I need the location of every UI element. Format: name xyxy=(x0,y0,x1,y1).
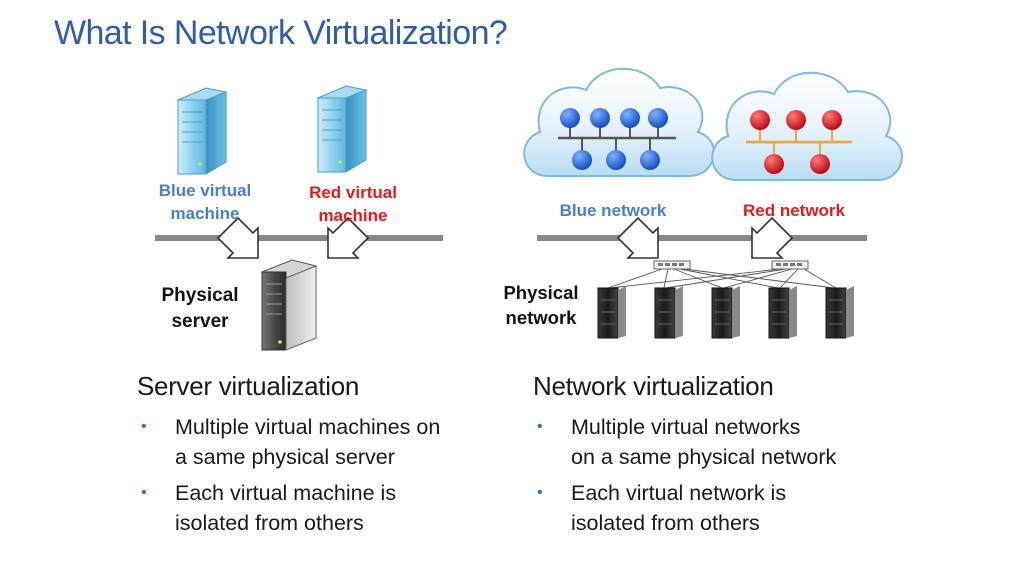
list-item: • Each virtual machine is isolated from … xyxy=(137,478,507,538)
bullet-text-line: Each virtual network is xyxy=(571,481,787,505)
physical-network-label-line-1: Physical xyxy=(503,282,579,303)
red-virtual-server-icon xyxy=(316,85,368,173)
server-rack-icon xyxy=(768,286,797,339)
physical-server-label-line-2: server xyxy=(171,311,229,332)
hollow-arrow-icon xyxy=(327,216,370,259)
left-hypervisor-bar xyxy=(155,235,443,241)
red-vm-label: Red virtual machine xyxy=(288,181,418,227)
bullet-text-line: isolated from others xyxy=(175,511,364,535)
red-vm-label-line-1: Red virtual xyxy=(309,183,397,202)
physical-server-label: Physical server xyxy=(145,283,255,335)
page-title: What Is Network Virtualization? xyxy=(54,14,508,52)
hollow-arrow-icon xyxy=(216,216,259,259)
bullet-text-line: isolated from others xyxy=(571,511,760,535)
bullet-text-line: Multiple virtual networks xyxy=(571,415,801,439)
physical-network-cabling xyxy=(607,268,837,289)
physical-network-label-line-2: network xyxy=(505,307,577,328)
network-virtualization-bullets: • Multiple virtual networks on a same ph… xyxy=(533,412,913,544)
bullet-icon: • xyxy=(141,484,147,501)
blue-vm-label-line-2: machine xyxy=(170,204,240,223)
network-switch-icon xyxy=(771,260,809,270)
bullet-icon: • xyxy=(537,418,543,435)
physical-server-icon xyxy=(260,259,318,351)
blue-network-label: Blue network xyxy=(559,201,667,220)
bullet-icon: • xyxy=(537,484,543,501)
physical-server-label-line-1: Physical xyxy=(161,285,239,306)
server-rack-icon xyxy=(711,286,740,339)
network-switch-icon xyxy=(653,260,691,270)
blue-vm-label: Blue virtual machine xyxy=(140,179,270,225)
list-item: • Multiple virtual networks on a same ph… xyxy=(533,412,913,472)
list-item: • Multiple virtual machines on a same ph… xyxy=(137,412,507,472)
red-network-label: Red network xyxy=(742,201,846,220)
physical-network-label: Physical network xyxy=(486,280,596,330)
blue-network-cloud-icon xyxy=(523,67,715,177)
bullet-text-line: Each virtual machine is xyxy=(175,481,397,505)
blue-vm-label-line-1: Blue virtual xyxy=(158,181,252,200)
bullet-text-line: Multiple virtual machines on xyxy=(175,415,441,439)
red-vm-label-line-2: machine xyxy=(318,206,388,225)
bullet-text-line: on a same physical network xyxy=(571,445,837,469)
hollow-arrow-icon xyxy=(616,216,659,259)
server-rack-icon xyxy=(597,286,626,339)
right-virtualization-bar xyxy=(537,235,867,241)
blue-virtual-server-icon xyxy=(176,87,228,175)
network-virtualization-heading: Network virtualization xyxy=(533,371,774,401)
server-virtualization-bullets: • Multiple virtual machines on a same ph… xyxy=(137,412,507,544)
bullet-icon: • xyxy=(141,418,147,435)
server-virtualization-heading: Server virtualization xyxy=(137,371,360,401)
list-item: • Each virtual network is isolated from … xyxy=(533,478,913,538)
server-rack-icon xyxy=(825,286,854,339)
red-network-cloud-icon xyxy=(711,71,903,181)
hollow-arrow-icon xyxy=(751,216,794,259)
bullet-text-line: a same physical server xyxy=(175,445,395,469)
server-rack-icon xyxy=(654,286,683,339)
